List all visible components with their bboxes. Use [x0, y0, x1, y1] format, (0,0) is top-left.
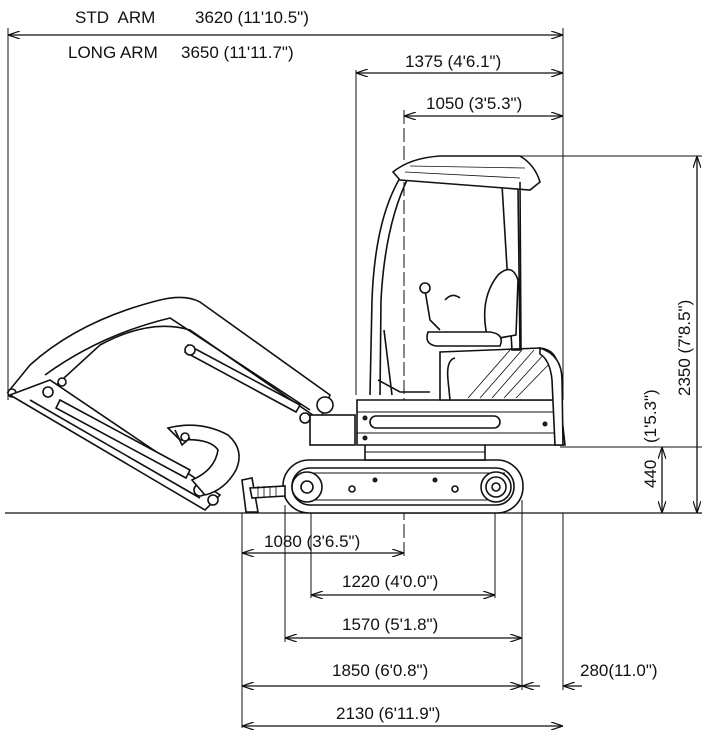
rear-swing-value: 1375 (4'6.1") [405, 52, 501, 71]
bucket [166, 424, 240, 496]
total-base-length-value: 2130 (6'11.9") [336, 704, 440, 723]
boom [6, 296, 356, 446]
crawler-track [282, 459, 524, 514]
center-to-rear-value: 1050 (3'5.3") [426, 94, 522, 113]
crawler-length-value: 1570 (5'1.8") [342, 615, 438, 634]
overall-height-value: 2350 (7'8.5") [675, 300, 694, 396]
clearance-metric-value: 440 [641, 460, 660, 488]
front-to-center-value: 1080 (3'6.5") [264, 532, 360, 551]
dozer-blade [241, 477, 286, 513]
std-arm-label: STD ARM [75, 8, 155, 27]
tumbler-distance-value: 1220 (4'0.0") [342, 572, 438, 591]
dozer-to-rear-value: 1850 (6'0.8") [332, 661, 428, 680]
upper-structure [356, 346, 566, 446]
operator-seat [377, 268, 519, 396]
clearance-imperial-value: (1'5.3") [641, 389, 660, 443]
long-arm-label: LONG ARM [68, 43, 158, 62]
long-arm-value: 3650 (11'11.7") [181, 43, 294, 62]
arm [8, 379, 222, 512]
rear-overhang-value: 280(11.0") [580, 661, 658, 680]
excavator-illustration [6, 155, 566, 514]
std-arm-value: 3620 (11'10.5") [195, 8, 309, 27]
swing-frame [364, 442, 486, 461]
